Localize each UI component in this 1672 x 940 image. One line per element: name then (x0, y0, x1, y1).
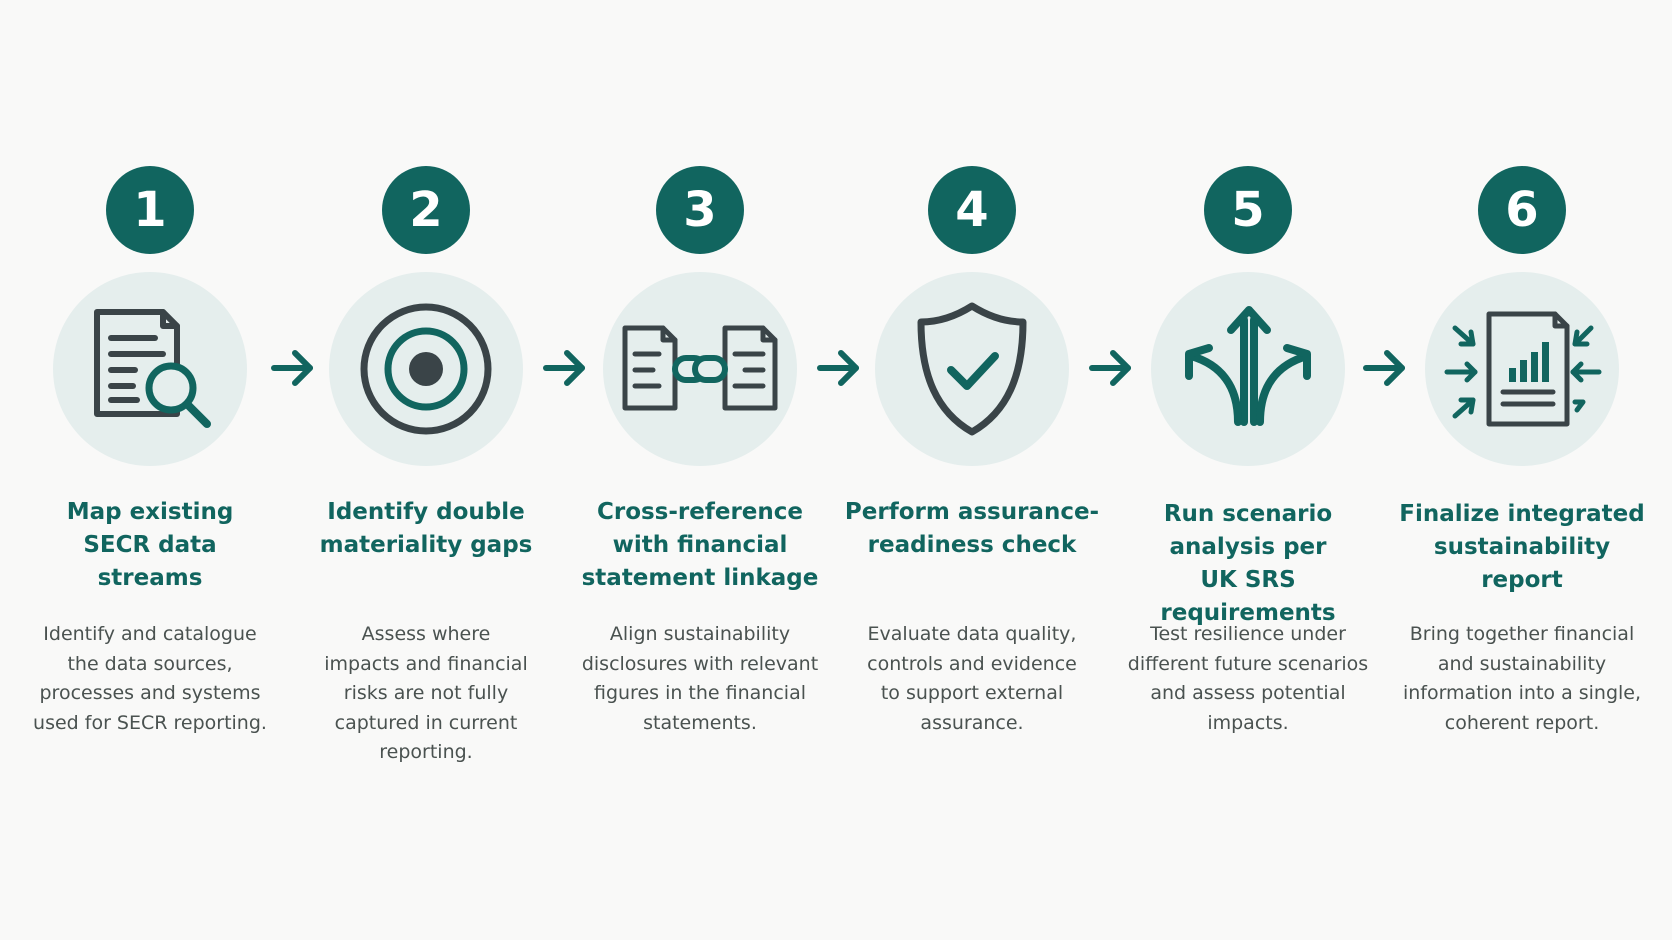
step-title: Perform assurance- readiness check (844, 499, 1100, 558)
step-5: 5 Run scenario analysis per UK SRS requi… (1118, 0, 1378, 940)
step-1: 1 Map existing SECR data streams Identif… (20, 0, 280, 940)
linked-documents-icon (603, 272, 797, 466)
arrow-right-icon (1086, 346, 1136, 390)
shield-check-icon (875, 272, 1069, 466)
step-title: Run scenario analysis per UK SRS require… (1160, 501, 1336, 626)
step-description: Align sustainability disclosures with re… (581, 623, 819, 734)
step-description: Bring together financial and sustainabil… (1402, 623, 1642, 734)
target-icon (329, 272, 523, 466)
document-search-icon (53, 272, 247, 466)
step-title: Cross-reference with financial statement… (581, 499, 819, 591)
step-description: Test resilience under different future s… (1127, 623, 1369, 734)
arrow-right-icon (540, 346, 590, 390)
arrow-right-icon (1360, 346, 1410, 390)
step-4: 4 Perform assurance- readiness check Eva… (842, 0, 1102, 940)
integrated-report-icon (1425, 272, 1619, 466)
step-2: 2 Identify double materiality gaps Asses… (296, 0, 556, 940)
arrow-right-icon (814, 346, 864, 390)
step-title: Identify double materiality gaps (319, 499, 533, 558)
step-number-badge: 6 (1478, 166, 1566, 254)
step-description: Identify and catalogue the data sources,… (33, 623, 267, 734)
step-number-badge: 4 (928, 166, 1016, 254)
step-number-badge: 3 (656, 166, 744, 254)
step-description: Assess where impacts and financial risks… (324, 623, 528, 763)
step-title: Finalize integrated sustainability repor… (1399, 501, 1645, 593)
branching-arrows-icon (1151, 272, 1345, 466)
step-number-badge: 5 (1204, 166, 1292, 254)
step-3: 3 Cr (570, 0, 830, 940)
step-number-badge: 2 (382, 166, 470, 254)
step-title: Map existing SECR data streams (66, 499, 234, 591)
step-6: 6 (1392, 0, 1652, 940)
step-number-badge: 1 (106, 166, 194, 254)
arrow-right-icon (268, 346, 318, 390)
step-description: Evaluate data quality, controls and evid… (867, 623, 1077, 734)
